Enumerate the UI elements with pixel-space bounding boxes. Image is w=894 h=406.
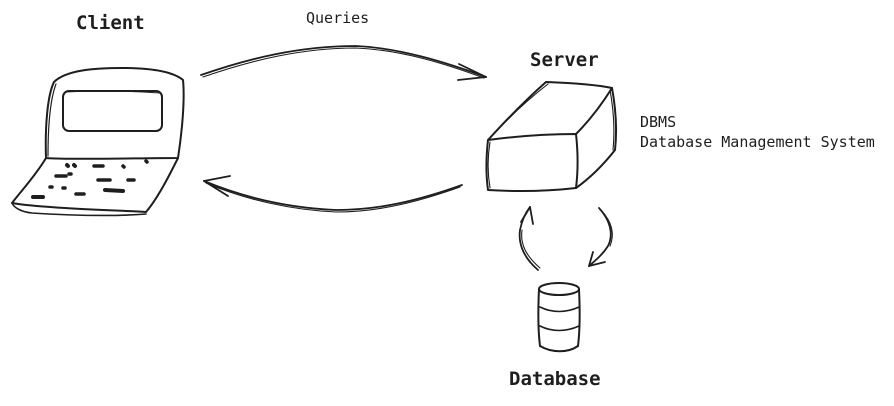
response-arrow [203,175,463,213]
dbms-full-name: Database Management System [640,133,875,151]
server-label: Server [530,49,599,71]
server-to-database-arrow [588,207,613,267]
laptop-icon [11,67,185,217]
queries-label: Queries [306,9,370,27]
database-cylinder-icon [537,282,581,353]
dbms-note: DBMS Database Management System [640,112,875,152]
database-label: Database [509,368,601,390]
client-label: Client [76,12,145,34]
database-to-server-arrow [518,206,541,271]
server-box-icon [485,81,617,193]
queries-arrow [200,45,487,81]
dbms-abbrev: DBMS [640,113,677,131]
